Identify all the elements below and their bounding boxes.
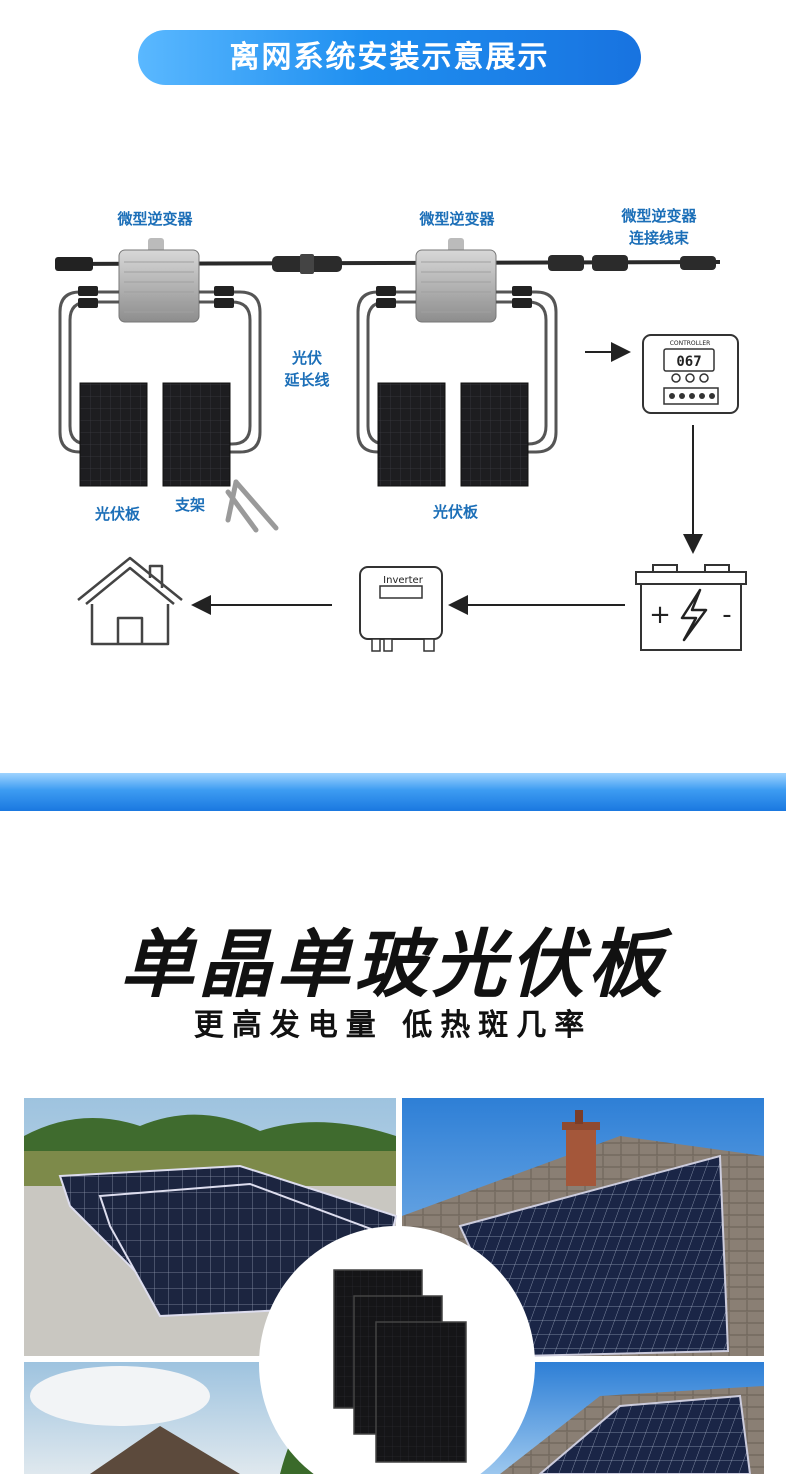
label-extension-line1: 光伏 [291, 349, 322, 367]
controller-label: CONTROLLER [670, 340, 711, 347]
solar-panel [377, 382, 446, 487]
section-divider [0, 773, 786, 811]
inverter-label: Inverter [383, 575, 424, 586]
charge-controller: CONTROLLER 067 [642, 334, 739, 414]
label-bracket: 支架 [174, 496, 205, 514]
end-connector [55, 257, 93, 271]
stacked-black-panels [333, 1269, 467, 1463]
battery-minus: - [722, 600, 731, 630]
label-panel-left: 光伏板 [94, 505, 140, 523]
lightning-icon [680, 588, 708, 642]
label-extension-line2: 延长线 [284, 371, 330, 389]
microinverter-left-unit [118, 238, 200, 323]
product-subtitle: 更高发电量 低热斑几率 [193, 1008, 593, 1043]
solar-panel [162, 382, 231, 487]
label-microinverter-right: 微型逆变器 [419, 210, 495, 228]
installation-diagram: CONTROLLER 067 + - Inverter [55, 238, 747, 652]
solar-panel [79, 382, 148, 487]
label-panel-right: 光伏板 [432, 503, 478, 521]
controller-display: 067 [676, 354, 701, 370]
microinverter-right-unit [415, 238, 497, 323]
label-harness-line1: 微型逆变器 [621, 207, 697, 225]
solar-panel [460, 382, 529, 487]
house-icon [77, 556, 183, 646]
product-title: 单晶单玻光伏板 [120, 922, 666, 1008]
battery: + - [635, 564, 747, 651]
section-title: 离网系统安装示意展示 [138, 30, 641, 85]
photo-collage [24, 1098, 764, 1474]
label-harness-line2: 连接线束 [628, 229, 689, 247]
label-microinverter-left: 微型逆变器 [117, 210, 193, 228]
inverter-unit: Inverter [359, 566, 443, 652]
battery-plus: + [649, 600, 671, 630]
bracket-frame [225, 479, 279, 533]
